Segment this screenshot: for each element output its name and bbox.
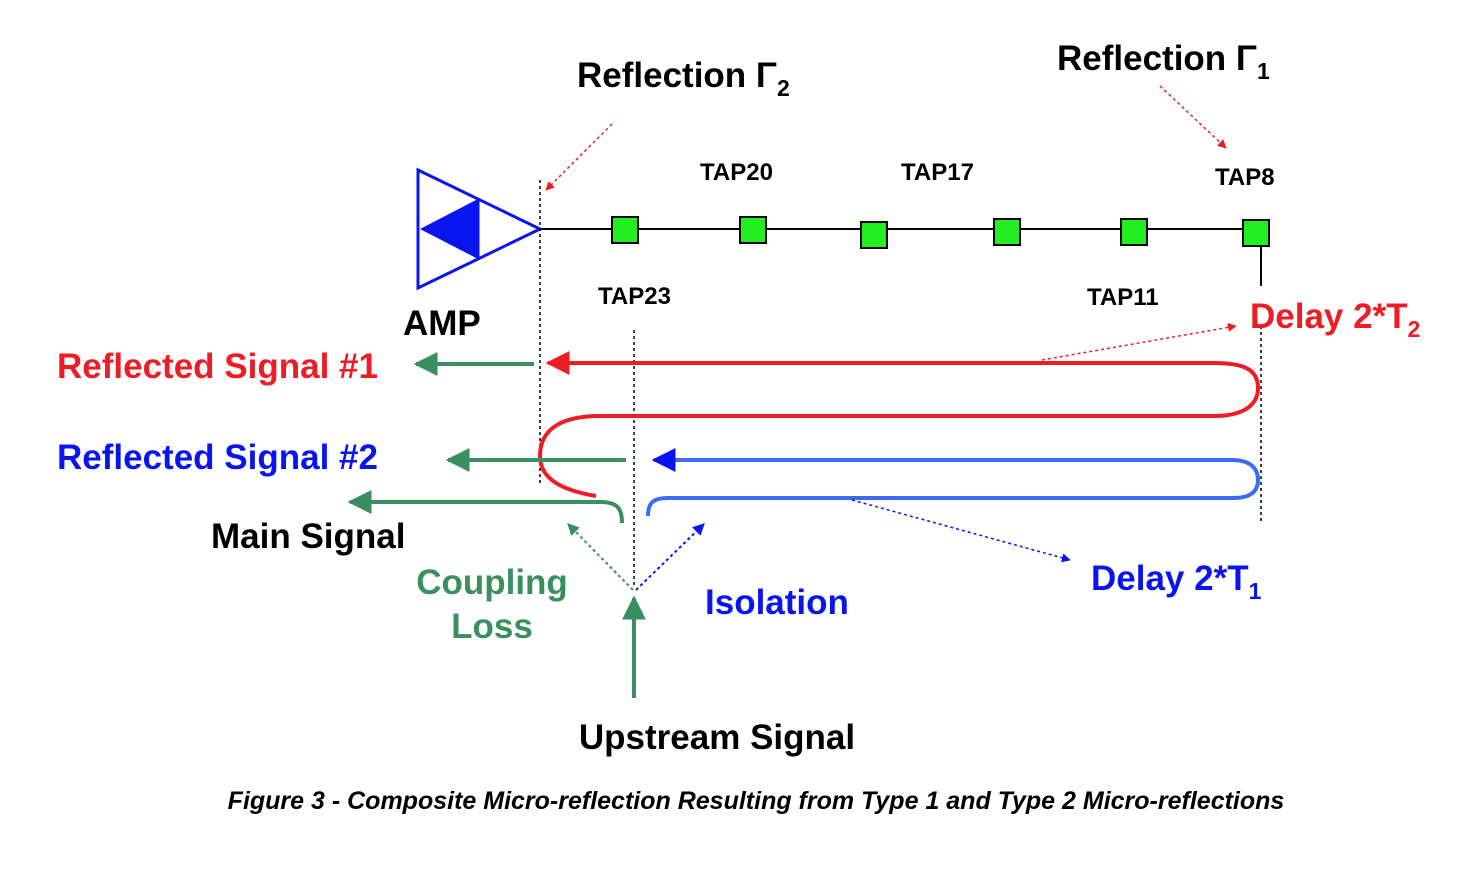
tap20-label: TAP20 xyxy=(700,159,773,186)
delay-2t1-pointer xyxy=(851,499,1071,563)
loss-label: Loss xyxy=(451,607,533,646)
upstream-signal-label: Upstream Signal xyxy=(579,718,855,757)
reflection-gamma2-pointer xyxy=(545,123,613,191)
figure-caption: Figure 3 - Composite Micro-reflection Re… xyxy=(228,787,1285,815)
coupling-label: Coupling xyxy=(416,563,568,602)
reflection-gamma2-label: Reflection Γ2 xyxy=(577,56,790,101)
tap-square-icon xyxy=(860,221,888,249)
amplifier-triangle-icon xyxy=(416,167,544,291)
coupling-dotted-arrow xyxy=(567,523,634,591)
tap-square-icon xyxy=(611,216,639,244)
tap-square-icon xyxy=(739,216,767,244)
tap23-label: TAP23 xyxy=(598,283,671,310)
reflected-signal-2-path xyxy=(646,448,1261,517)
amp-label: AMP xyxy=(403,304,481,343)
main-signal-path xyxy=(347,490,624,524)
main-signal-label: Main Signal xyxy=(211,517,405,556)
delay-2t2-label: Delay 2*T2 xyxy=(1250,297,1420,342)
isolation-label: Isolation xyxy=(705,583,849,622)
tap17-label: TAP17 xyxy=(901,159,974,186)
tap8-label: TAP8 xyxy=(1215,164,1275,191)
reflection-gamma1-label: Reflection Γ1 xyxy=(1057,39,1270,84)
delay-2t2-pointer xyxy=(1041,322,1237,361)
tap-square-icon xyxy=(1120,218,1148,246)
reflection-gamma1-pointer xyxy=(1159,85,1227,149)
tap11-label: TAP11 xyxy=(1087,284,1159,311)
reflected-signal-1-path xyxy=(537,351,1261,498)
tap-square-icon xyxy=(1242,219,1270,247)
tap-square-icon xyxy=(993,218,1021,246)
reflected-signal-1-label: Reflected Signal #1 xyxy=(57,347,378,386)
reflected-signal-2-label: Reflected Signal #2 xyxy=(57,438,378,477)
isolation-dotted-arrow xyxy=(635,523,705,591)
delay-2t1-label: Delay 2*T1 xyxy=(1091,559,1262,604)
